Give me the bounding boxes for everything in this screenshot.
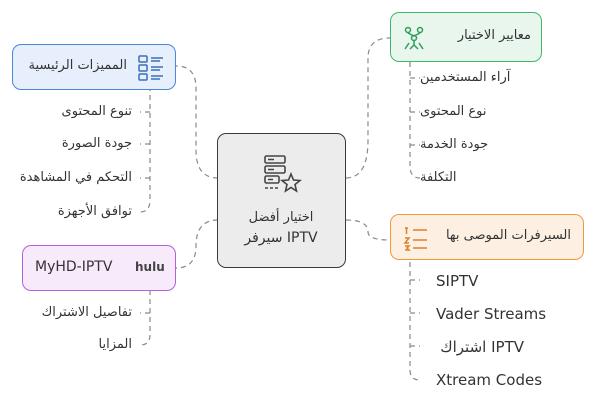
servers-item-3: IPTV اشتراك: [440, 338, 524, 356]
connector-criteria: [345, 37, 391, 179]
criteria-item-2: نوع المحتوى: [420, 104, 487, 119]
people-network-icon: [404, 26, 424, 50]
center-title-line2: IPTV سيرفر: [244, 230, 318, 246]
servers-item-1: SIPTV: [436, 272, 479, 290]
criteria-item-1: آراء المستخدمين: [420, 70, 511, 85]
features-title: المميزات الرئيسية: [28, 58, 127, 73]
servers-item-4: Xtream Codes: [436, 371, 543, 389]
criteria-title: معايير الاختيار: [457, 28, 531, 43]
myhd-item-2: المزايا: [98, 337, 132, 352]
criteria-node[interactable]: معايير الاختيار: [390, 12, 542, 62]
features-item-4: توافق الأجهزة: [57, 204, 132, 219]
criteria-item-4: التكلفة: [420, 170, 457, 185]
myhd-node[interactable]: MyHD-IPTV hulu: [22, 245, 176, 291]
features-item-3: التحكم في المشاهدة: [19, 170, 132, 185]
numbered-list-icon: [403, 227, 427, 251]
criteria-item-3: جودة الخدمة: [420, 137, 489, 152]
hulu-logo: hulu: [135, 260, 165, 274]
servers-item-2: Vader Streams: [436, 305, 547, 323]
connector-features: [175, 65, 219, 179]
server-star-icon: [264, 155, 302, 193]
grid-list-icon: [138, 55, 163, 81]
features-item-2: جودة الصورة: [61, 136, 132, 151]
center-title-line1: اختيار أفضل: [248, 210, 314, 225]
myhd-item-1: تفاصيل الاشتراك: [41, 305, 132, 320]
features-item-1: تنوع المحتوى: [61, 104, 132, 119]
connector-servers: [345, 219, 391, 241]
center-node: اختيار أفضل IPTV سيرفر: [217, 133, 346, 268]
servers-node[interactable]: السيرفرات الموصى بها: [390, 214, 584, 260]
servers-title: السيرفرات الموصى بها: [445, 228, 571, 243]
connector-myhd: [175, 219, 219, 269]
myhd-title: MyHD-IPTV: [35, 259, 113, 275]
features-node[interactable]: المميزات الرئيسية: [12, 44, 176, 90]
